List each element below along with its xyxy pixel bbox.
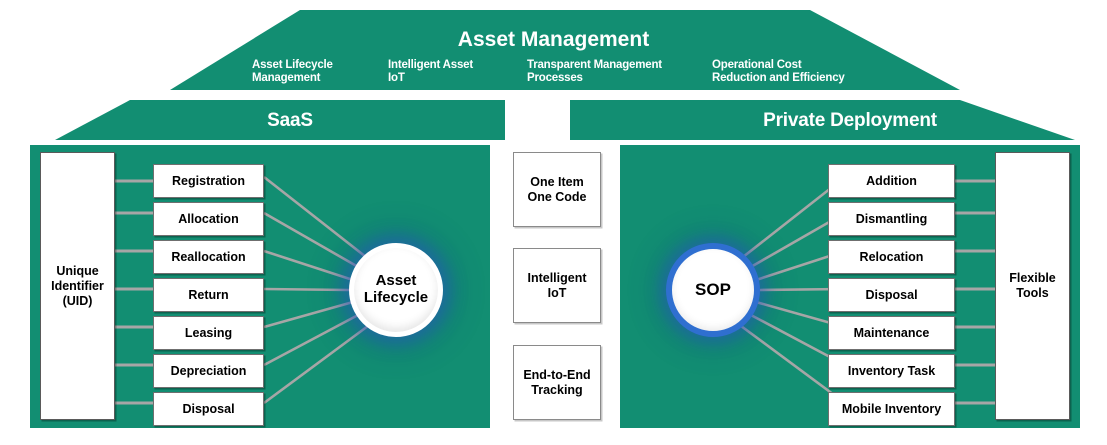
flexible-tools-box: Flexible Tools (995, 152, 1070, 420)
banner-pillar-operational-cost-reduction: Operational Cost Reduction and Efficienc… (712, 59, 845, 84)
saas-item-leasing[interactable]: Leasing (153, 316, 264, 350)
saas-banner-shape (55, 100, 505, 140)
saas-item-disposal[interactable]: Disposal (153, 392, 264, 426)
banner-pillar-transparent-management-processes: Transparent Management Processes (527, 59, 662, 84)
top-banner-shape (170, 10, 960, 90)
section-title-saas: SaaS (267, 110, 313, 131)
private-item-addition[interactable]: Addition (828, 164, 955, 198)
section-title-private-deployment: Private Deployment (763, 110, 937, 131)
banner-pillar-intelligent-asset-iot: Intelligent Asset IoT (388, 59, 473, 84)
saas-item-reallocation[interactable]: Reallocation (153, 240, 264, 274)
saas-item-return[interactable]: Return (153, 278, 264, 312)
flexible-tools-connectors (955, 179, 995, 405)
page-title: Asset Management (457, 28, 650, 51)
banner-pillar-asset-lifecycle-management: Asset Lifecycle Management (252, 59, 333, 84)
lifecycle-connectors (263, 175, 369, 405)
middle-box-intelligent-iot[interactable]: Intelligent IoT (513, 248, 601, 323)
private-banner-shape (570, 100, 1075, 140)
private-item-relocation[interactable]: Relocation (828, 240, 955, 274)
private-item-inventory-task[interactable]: Inventory Task (828, 354, 955, 388)
unique-identifier-box: Unique Identifier (UID) (40, 152, 115, 420)
uid-connectors (115, 179, 153, 405)
private-item-mobile-inventory[interactable]: Mobile Inventory (828, 392, 955, 426)
sop-hub[interactable]: SOP (666, 243, 760, 337)
middle-box-one-item-one-code[interactable]: One Item One Code (513, 152, 601, 227)
saas-item-depreciation[interactable]: Depreciation (153, 354, 264, 388)
asset-lifecycle-hub[interactable]: Asset Lifecycle (349, 243, 443, 337)
private-item-disposal[interactable]: Disposal (828, 278, 955, 312)
private-item-maintenance[interactable]: Maintenance (828, 316, 955, 350)
saas-item-allocation[interactable]: Allocation (153, 202, 264, 236)
saas-item-registration[interactable]: Registration (153, 164, 264, 198)
middle-box-end-to-end-tracking[interactable]: End-to-End Tracking (513, 345, 601, 420)
private-item-dismantling[interactable]: Dismantling (828, 202, 955, 236)
